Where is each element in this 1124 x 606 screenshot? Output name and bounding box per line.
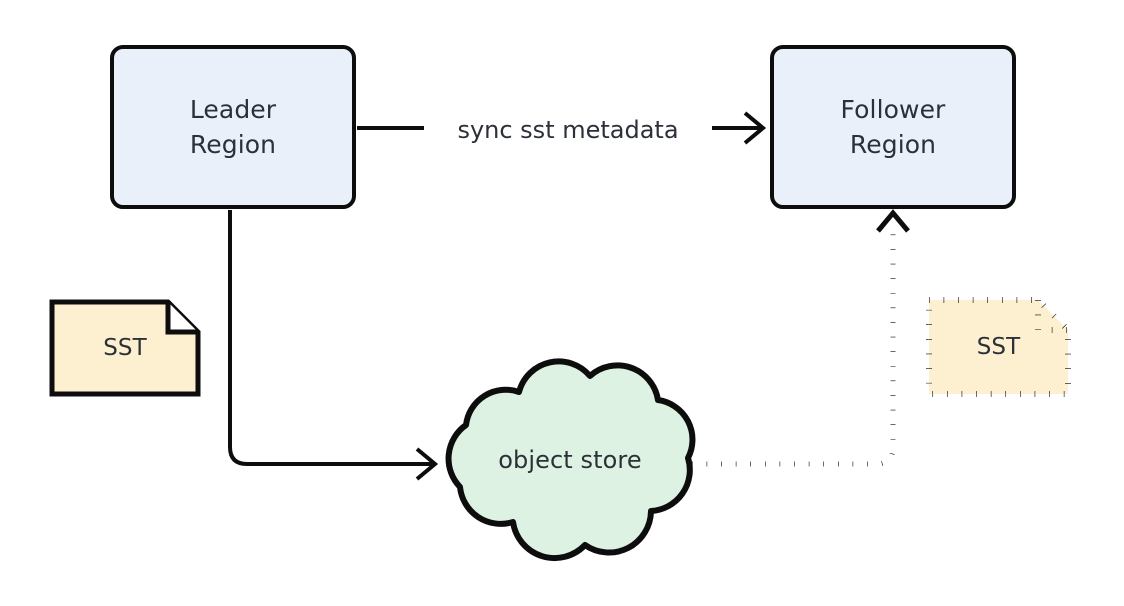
leader-region-box[interactable] (110, 45, 356, 209)
upload-edge-arrowhead (415, 447, 439, 481)
sync-edge-arrowhead (743, 111, 767, 145)
fetch-edge-line (692, 232, 896, 467)
fetch-edge-arrowhead (876, 209, 910, 233)
sync-edge-label: sync sst metadata (424, 110, 712, 150)
sst-follower-shape[interactable] (926, 297, 1071, 397)
sst-leader-shape[interactable] (49, 299, 201, 397)
sst-leader-fold (165, 302, 198, 335)
object-store-cloud[interactable] (445, 358, 696, 561)
upload-edge-line (228, 210, 432, 466)
follower-region-box[interactable] (770, 45, 1016, 209)
